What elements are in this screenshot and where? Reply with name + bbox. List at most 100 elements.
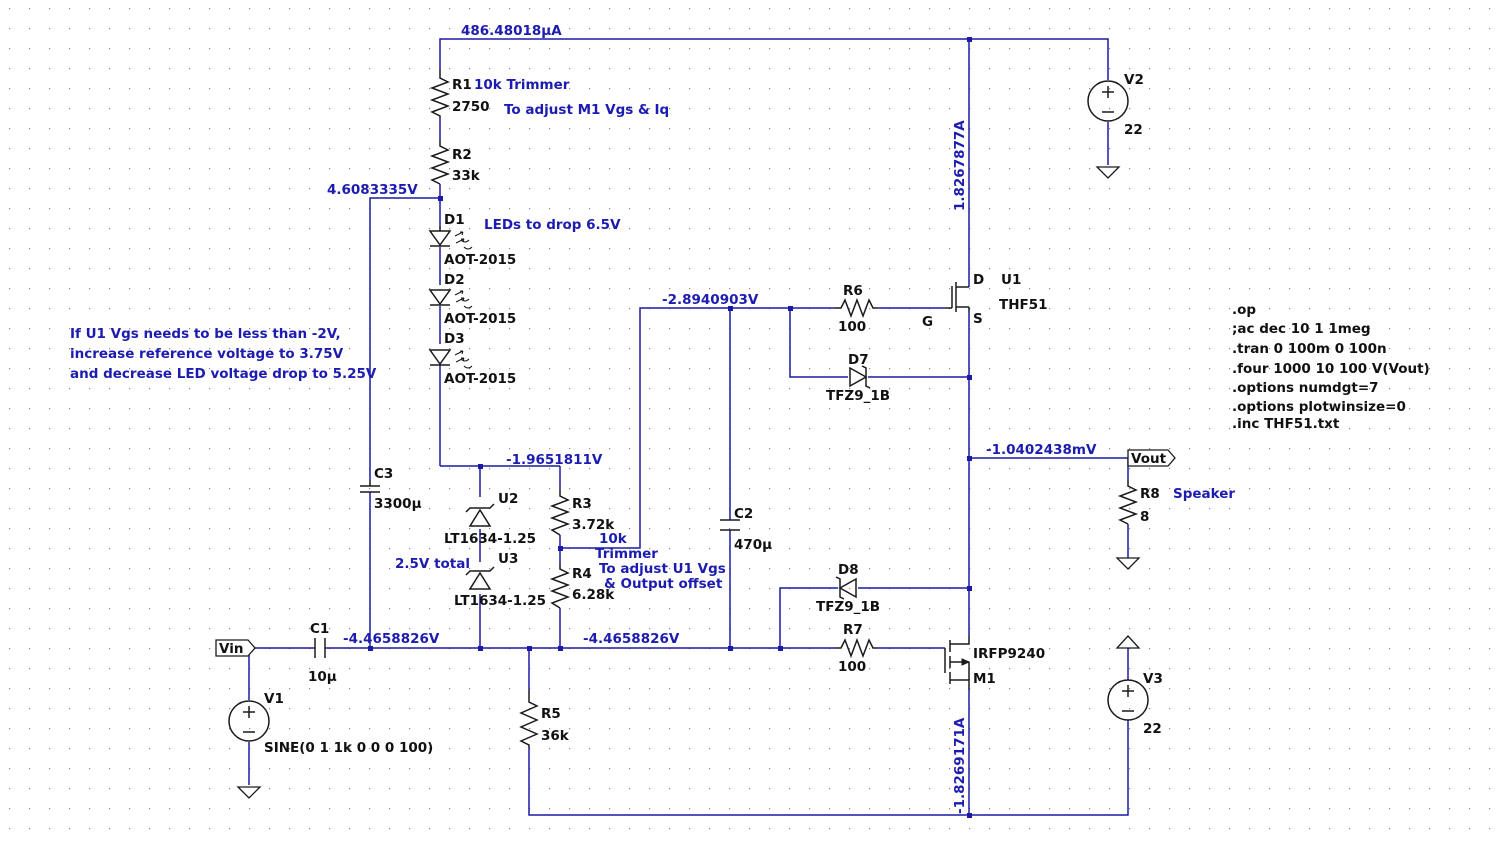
r2-name: R2 xyxy=(452,147,472,163)
port-vin[interactable]: Vin xyxy=(215,639,256,657)
m1-model: IRFP9240 xyxy=(973,646,1045,662)
note-line-2: increase reference voltage to 3.75V xyxy=(70,346,344,362)
c2-value: 470µ xyxy=(734,537,772,553)
resistor-r5[interactable] xyxy=(519,690,539,748)
v1-value: SINE(0 1 1k 0 0 0 100) xyxy=(264,740,433,756)
capacitor-c2[interactable] xyxy=(720,519,740,531)
r4-name: R4 xyxy=(572,566,592,582)
directive-line: .tran 0 100m 0 100n xyxy=(1232,341,1387,357)
d2-name: D2 xyxy=(444,272,465,288)
r3-name: R3 xyxy=(572,496,592,512)
v2-name: V2 xyxy=(1124,72,1144,88)
r6-value: 100 xyxy=(838,319,866,335)
gate-voltage-u1: -2.8940903V xyxy=(662,292,759,308)
led-d1[interactable] xyxy=(428,226,473,250)
resistor-r7[interactable] xyxy=(835,637,877,659)
grid-dots xyxy=(9,8,1491,830)
c3-value: 3300µ xyxy=(374,496,422,512)
v3-value: 22 xyxy=(1143,721,1162,737)
r6-name: R6 xyxy=(843,283,863,299)
directive-line: .options numdgt=7 xyxy=(1232,380,1379,396)
component-labels: 486.48018µA R1 10k Trimmer 2750 To adjus… xyxy=(70,23,1235,814)
voltage-source-v1[interactable] xyxy=(228,700,270,742)
led-note: LEDs to drop 6.5V xyxy=(484,217,621,233)
resistor-r6[interactable] xyxy=(835,297,877,319)
capacitor-c3[interactable] xyxy=(360,480,380,493)
r4-value: 6.28k xyxy=(572,587,615,603)
r1-note: To adjust M1 Vgs & Iq xyxy=(504,102,669,118)
d7-model: TFZ9_1B xyxy=(826,388,890,404)
r8-name: R8 xyxy=(1140,486,1160,502)
r8-value: 8 xyxy=(1140,509,1149,525)
zener-d8[interactable] xyxy=(835,576,857,600)
led-d3[interactable] xyxy=(428,349,473,369)
resistor-r2[interactable] xyxy=(429,140,451,185)
u1-pin-s: S xyxy=(973,311,983,327)
note-line-3: and decrease LED voltage drop to 5.25V xyxy=(70,366,377,382)
resistor-r4[interactable] xyxy=(549,563,571,609)
m1-name: M1 xyxy=(973,671,996,687)
directive-line: .inc THF51.txt xyxy=(1232,416,1340,432)
r7-value: 100 xyxy=(838,659,866,675)
trimmer-note-3: To adjust U1 Vgs xyxy=(599,561,726,577)
d1-name: D1 xyxy=(444,212,465,228)
v2-value: 22 xyxy=(1124,122,1143,138)
v3-name: V3 xyxy=(1143,671,1163,687)
trimmer-note-2: Trimmer xyxy=(595,546,658,562)
directive-line: .options plotwinsize=0 xyxy=(1232,399,1406,415)
capacitor-c1[interactable] xyxy=(314,638,326,658)
node-voltage-3: -4.4658826V xyxy=(343,631,440,647)
junctions xyxy=(368,37,972,818)
wires xyxy=(248,38,1129,816)
u1-name: U1 xyxy=(1001,272,1021,288)
current-u1: 1.8267877A xyxy=(952,120,968,211)
directive-line: .op xyxy=(1232,302,1256,318)
output-voltage: -1.0402438mV xyxy=(986,442,1097,458)
u3-model: LT1634-1.25 xyxy=(454,593,546,609)
d3-model: AOT-2015 xyxy=(444,371,516,387)
resistor-r1[interactable] xyxy=(429,70,451,118)
voltage-reference-u3[interactable] xyxy=(465,566,495,590)
resistor-r8[interactable] xyxy=(1117,480,1139,525)
svg-text:Vin: Vin xyxy=(219,641,243,657)
u3-name: U3 xyxy=(498,551,518,567)
trimmer-note-1: 10k xyxy=(599,531,628,547)
u2-model: LT1634-1.25 xyxy=(444,531,536,547)
port-vout[interactable]: Vout xyxy=(1127,449,1176,467)
voltage-source-v2[interactable] xyxy=(1087,80,1129,122)
r3-value: 3.72k xyxy=(572,517,615,533)
d2-model: AOT-2015 xyxy=(444,311,516,327)
node-voltage-4: -4.4658826V xyxy=(583,631,680,647)
ground-icon xyxy=(236,786,262,799)
ref-note: 2.5V total xyxy=(395,556,470,572)
d8-name: D8 xyxy=(838,562,859,578)
u1-pin-g: G xyxy=(922,314,933,330)
led-d2[interactable] xyxy=(428,289,473,309)
voltage-source-v3[interactable] xyxy=(1107,679,1149,721)
zener-d7[interactable] xyxy=(849,365,871,389)
voltage-reference-u2[interactable] xyxy=(465,503,495,527)
transistor-u1[interactable] xyxy=(945,282,970,312)
directive-line: ;ac dec 10 1 1meg xyxy=(1232,321,1371,337)
mosfet-m1[interactable] xyxy=(944,636,971,690)
resistor-r3[interactable] xyxy=(549,490,571,536)
node-voltage-2: -1.9651811V xyxy=(506,452,603,468)
svg-text:Vout: Vout xyxy=(1131,451,1167,467)
u1-model: THF51 xyxy=(999,297,1048,313)
speaker-label: Speaker xyxy=(1173,486,1235,502)
r1-value: 2750 xyxy=(452,99,490,115)
c1-value: 10µ xyxy=(308,669,337,685)
current-m1: -1.8269171A xyxy=(952,717,968,814)
supply-arrow-icon xyxy=(1115,635,1141,649)
r1-desc: 10k Trimmer xyxy=(474,77,570,93)
u1-pin-d: D xyxy=(973,272,984,288)
c2-name: C2 xyxy=(734,506,753,522)
u2-name: U2 xyxy=(498,491,518,507)
d3-name: D3 xyxy=(444,331,465,347)
v1-name: V1 xyxy=(264,691,284,707)
r5-name: R5 xyxy=(541,706,561,722)
node-voltage-1: 4.6083335V xyxy=(327,182,418,198)
spice-directives[interactable]: .op ;ac dec 10 1 1meg .tran 0 100m 0 100… xyxy=(1232,302,1430,432)
r2-value: 33k xyxy=(452,168,481,184)
